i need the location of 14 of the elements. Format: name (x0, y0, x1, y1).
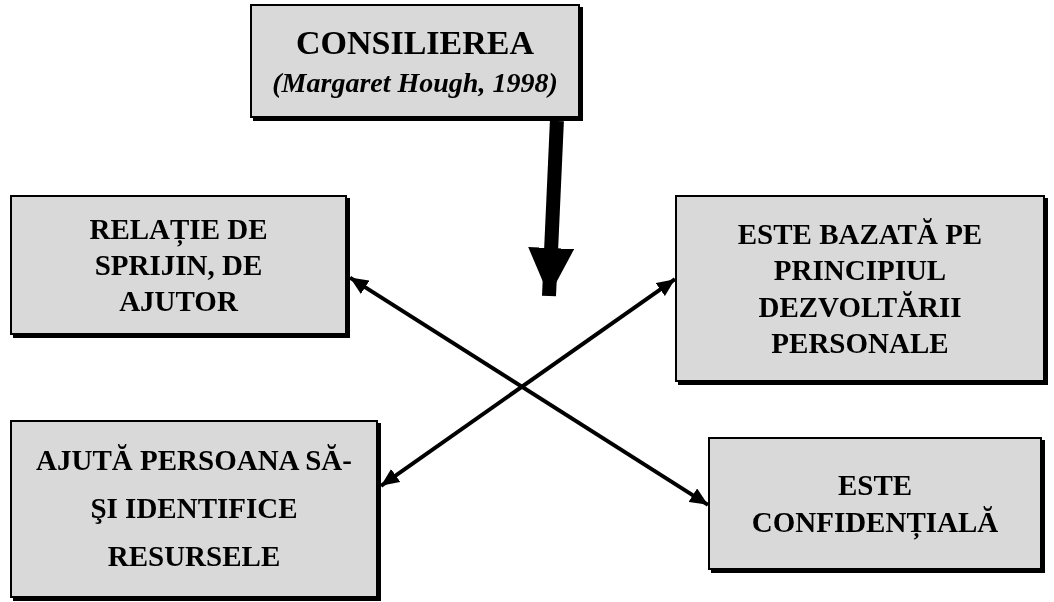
arrow (379, 277, 677, 488)
concept-box (675, 195, 1045, 382)
arrow (528, 120, 575, 297)
citation-text: (Margaret Hough, 1998) (271, 65, 559, 100)
concept-box (10, 420, 378, 598)
arrow (348, 275, 710, 507)
concept-box (708, 437, 1042, 570)
box-text: ESTE BAZATĂ PE PRINCIPIUL DEZVOLTĂRII PERSONALE (736, 217, 984, 361)
title-text: CONSILIEREA (294, 23, 536, 64)
title-box (250, 4, 580, 118)
box-text: AJUTĂ PERSOANA SĂ-ŞI IDENTIFICE RESURSELE (35, 443, 353, 574)
concept-box (10, 195, 347, 335)
box-text: ESTE CONFIDENȚIALĂ (750, 468, 1000, 540)
box-text: RELAȚIE DE SPRIJIN, DE AJUTOR (88, 211, 269, 320)
